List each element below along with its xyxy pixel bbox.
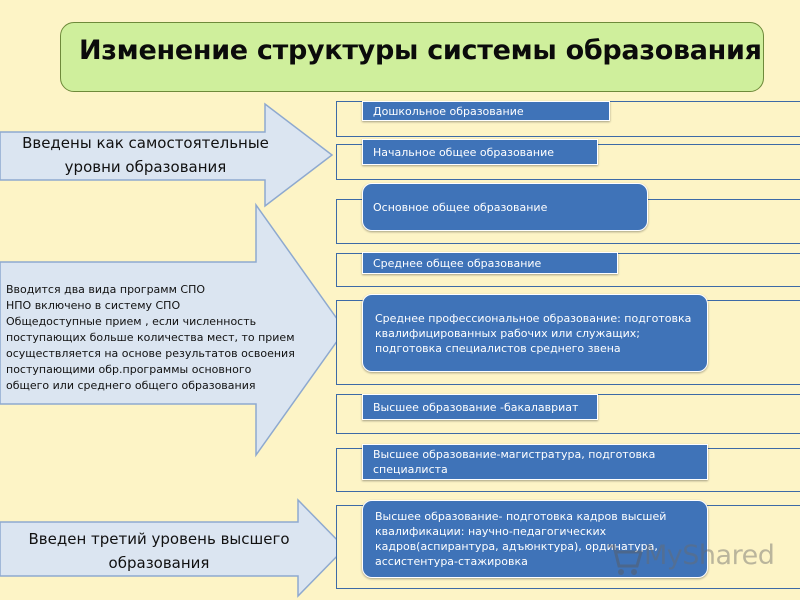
arrow-shape-2 [0, 202, 346, 458]
watermark-text: MyShared [644, 540, 775, 571]
arrow-2-line: общего или среднего общего образования [6, 379, 256, 392]
level-higher-qualification: Высшее образование- подготовка кадров вы… [362, 500, 708, 578]
level-secondary-general: Среднее общее образование [362, 252, 618, 274]
arrow-text-3: Введен третий уровень высшего образовани… [28, 530, 290, 572]
level-preschool: Дошкольное образование [362, 101, 610, 121]
cart-icon [608, 544, 643, 575]
arrow-shape-3 [0, 498, 347, 598]
level-master: Высшее образование-магистратура, подгото… [362, 444, 708, 480]
arrow-text-2: Вводится два вида программ СПО НПО включ… [6, 282, 296, 394]
arrow-2-line: НПО включено в систему СПО [6, 299, 181, 312]
title-box: Изменение структуры системы образования [60, 22, 764, 92]
arrow-shape-1 [0, 102, 334, 208]
level-bachelor: Высшее образование -бакалавриат [362, 394, 598, 420]
arrow-2-line: Общедоступные прием , если численность [6, 315, 257, 328]
arrow-2-line: осуществляется на основе результатов осв… [6, 347, 295, 360]
arrow-2-line: Вводится два вида программ СПО [6, 283, 205, 296]
page-title: Изменение структуры системы образования [79, 35, 762, 66]
level-basic-general: Основное общее образование [362, 183, 648, 231]
arrow-2-line: поступающими обр.программы основного [6, 363, 252, 376]
arrow-2-line: поступающих больше количества мест, то п… [6, 331, 295, 344]
arrow-text-1: Введены как самостоятельные уровни образ… [22, 134, 269, 176]
level-vocational: Среднее профессиональное образование: по… [362, 294, 708, 372]
level-primary: Начальное общее образование [362, 139, 598, 165]
watermark: MyShared [604, 538, 775, 578]
